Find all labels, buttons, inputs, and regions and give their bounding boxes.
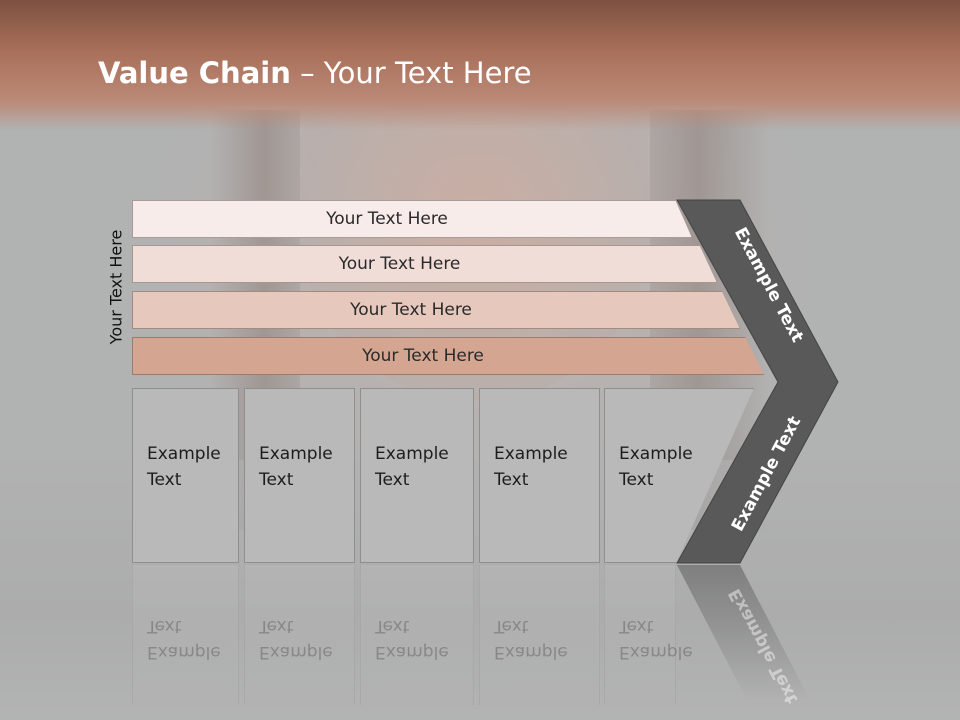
reflection-box-5: Example Text: [604, 565, 693, 705]
activity-box-1-label: Example Text: [147, 444, 221, 490]
activity-box-1[interactable]: Example Text: [132, 388, 239, 563]
band-3[interactable]: Your Text Here: [132, 291, 740, 329]
activity-box-2[interactable]: Example Text: [244, 388, 355, 563]
band-4-label: Your Text Here: [362, 346, 484, 366]
band-2-label: Your Text Here: [338, 254, 461, 274]
reflection-box-1: Example Text: [132, 565, 239, 705]
slide-title-bold: Value Chain: [98, 56, 291, 90]
band-4[interactable]: Your Text Here: [132, 337, 764, 375]
band-3-label: Your Text Here: [350, 300, 472, 320]
activity-box-4[interactable]: Example Text: [479, 388, 600, 563]
band-2[interactable]: Your Text Here: [132, 245, 717, 283]
activity-box-3[interactable]: Example Text: [360, 388, 474, 563]
reflection-box-2: Example Text: [244, 565, 355, 705]
slide-title[interactable]: Value Chain – Your Text Here: [98, 56, 532, 90]
chevron-shape[interactable]: [676, 199, 839, 564]
reflection-box-4: Example Text: [479, 565, 600, 705]
title-bar: [0, 0, 960, 130]
activity-box-3-label: Example Text: [375, 444, 449, 490]
chevron-reflection: [677, 565, 810, 700]
activity-box-2-label: Example Text: [259, 444, 333, 490]
reflection-box-3: Example Text: [360, 565, 474, 705]
activity-box-4-label: Example Text: [494, 444, 568, 490]
slide-title-rest: – Your Text Here: [290, 56, 532, 90]
activity-box-5-label: Example Text: [619, 444, 693, 490]
band-1-label: Your Text Here: [326, 209, 448, 229]
band-1[interactable]: Your Text Here: [132, 200, 692, 238]
